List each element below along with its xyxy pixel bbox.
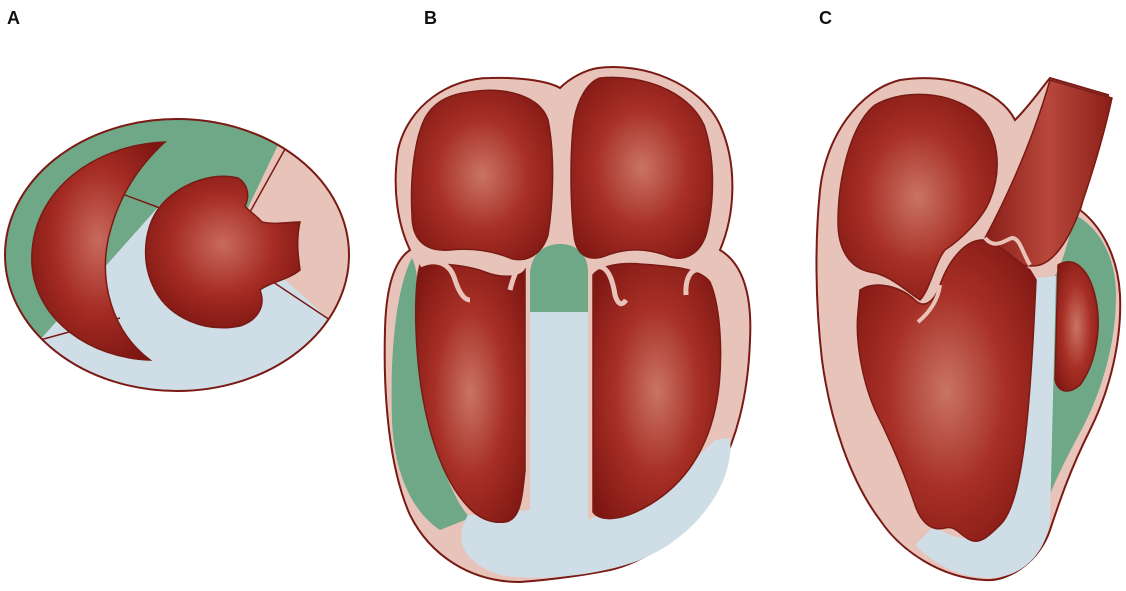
right-atrium [412,90,553,259]
panel-a-short-axis [0,110,360,400]
panel-c-two-chamber [816,78,1120,580]
panel-b-four-chamber [385,67,751,582]
segment-green-septum [530,244,588,312]
